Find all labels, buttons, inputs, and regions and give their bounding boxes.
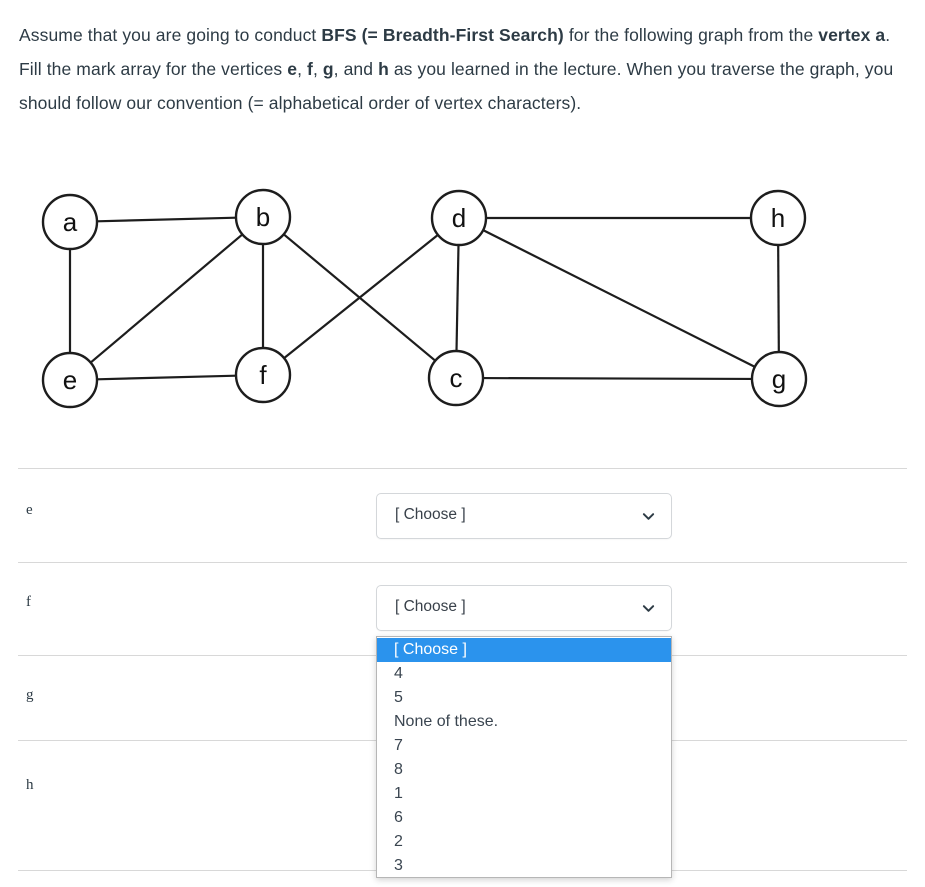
graph-figure: a b d h e f c g [0, 165, 925, 440]
graph-edge-b-e [89, 233, 244, 364]
graph-node-label-f: f [259, 360, 267, 390]
graph-node-circle-f [234, 346, 292, 404]
graph-edge-d-g [482, 229, 756, 368]
graph-edge-a-b [96, 216, 237, 223]
answer-row-f: f [ Choose ] [0, 582, 925, 654]
prompt-text-6: , and [333, 59, 379, 79]
dropdown-option-8[interactable]: 2 [394, 833, 403, 850]
graph-edge-d-c [455, 244, 460, 352]
graph-node-label-h: h [771, 203, 785, 233]
prompt-bold-h: h [378, 59, 389, 79]
prompt-text-7: as you learned in the lecture. When you … [19, 59, 894, 113]
graph-node-circle-a [41, 193, 99, 251]
graph-edges [68, 216, 780, 381]
dropdown-option-3[interactable]: None of these. [394, 713, 499, 730]
answer-row-g: g [0, 675, 925, 740]
dropdown-option-4[interactable]: 7 [394, 737, 403, 754]
answer-row-h: h [0, 765, 925, 830]
chevron-down-icon [642, 513, 655, 520]
graph-edge-h-g [777, 244, 780, 353]
dropdown-option-5[interactable]: 8 [394, 761, 403, 778]
graph-node-g: g [750, 350, 808, 408]
question-prompt: Assume that you are going to conduct BFS… [19, 18, 907, 120]
row-divider [18, 468, 907, 469]
row-label-g: g [26, 687, 34, 703]
prompt-bold-f: f [307, 59, 313, 79]
row-label-f: f [26, 594, 31, 610]
chevron-down-icon [642, 605, 655, 612]
select-e-value: [ Choose ] [395, 506, 466, 523]
graph-node-circle-b [234, 188, 292, 246]
dropdown-option-6[interactable]: 1 [394, 785, 403, 802]
graph-node-circle-c [427, 349, 485, 407]
graph-node-circle-e [41, 351, 99, 409]
graph-node-b: b [234, 188, 292, 246]
row-label-h: h [26, 777, 34, 793]
row-label-e: e [26, 502, 33, 518]
graph-edge-c-g [482, 376, 753, 381]
graph-edge-f-d [283, 234, 439, 359]
prompt-bold-e: e [287, 59, 298, 79]
select-e[interactable]: [ Choose ] [376, 493, 672, 539]
dropdown-option-7[interactable]: 6 [394, 809, 403, 826]
graph-node-label-d: d [452, 203, 466, 233]
dropdown-option-0[interactable]: [ Choose ] [377, 638, 671, 662]
prompt-bold-bfs: BFS (= Breadth-First Search) [321, 25, 564, 45]
graph-edge-e-f [96, 374, 237, 381]
graph-node-label-b: b [256, 202, 270, 232]
graph-svg: a b d h e f c g [41, 188, 808, 409]
prompt-text-1: Assume that you are going to conduct [19, 25, 322, 45]
prompt-text-2: for the following graph from the [563, 25, 819, 45]
graph-node-label-a: a [63, 207, 78, 237]
graph-node-d: d [430, 189, 488, 247]
graph-node-e: e [41, 351, 99, 409]
graph-node-h: h [749, 189, 807, 247]
graph-node-circle-h [749, 189, 807, 247]
graph-node-a: a [41, 193, 99, 251]
row-divider [18, 562, 907, 563]
graph-node-label-c: c [450, 363, 463, 393]
prompt-text-4: , [297, 59, 307, 79]
graph-node-label-e: e [63, 365, 77, 395]
answer-row-e: e [ Choose ] [0, 490, 925, 562]
graph-nodes: a b d h e f c g [41, 188, 808, 409]
graph-node-f: f [234, 346, 292, 404]
select-f-value: [ Choose ] [395, 598, 466, 615]
graph-node-circle-d [430, 189, 488, 247]
dropdown-option-1[interactable]: 4 [394, 665, 403, 682]
dropdown-option-9[interactable]: 3 [394, 857, 403, 874]
prompt-text-3: . Fill the mark array for the vertices [19, 25, 891, 79]
graph-node-circle-g [750, 350, 808, 408]
prompt-bold-g: g [322, 59, 334, 79]
prompt-bold-vertex-a: vertex a [818, 25, 886, 45]
graph-node-label-g: g [772, 364, 786, 394]
graph-node-c: c [427, 349, 485, 407]
select-f[interactable]: [ Choose ] [376, 585, 672, 631]
dropdown-option-2[interactable]: 5 [394, 689, 403, 706]
prompt-text-5: , [312, 59, 323, 79]
